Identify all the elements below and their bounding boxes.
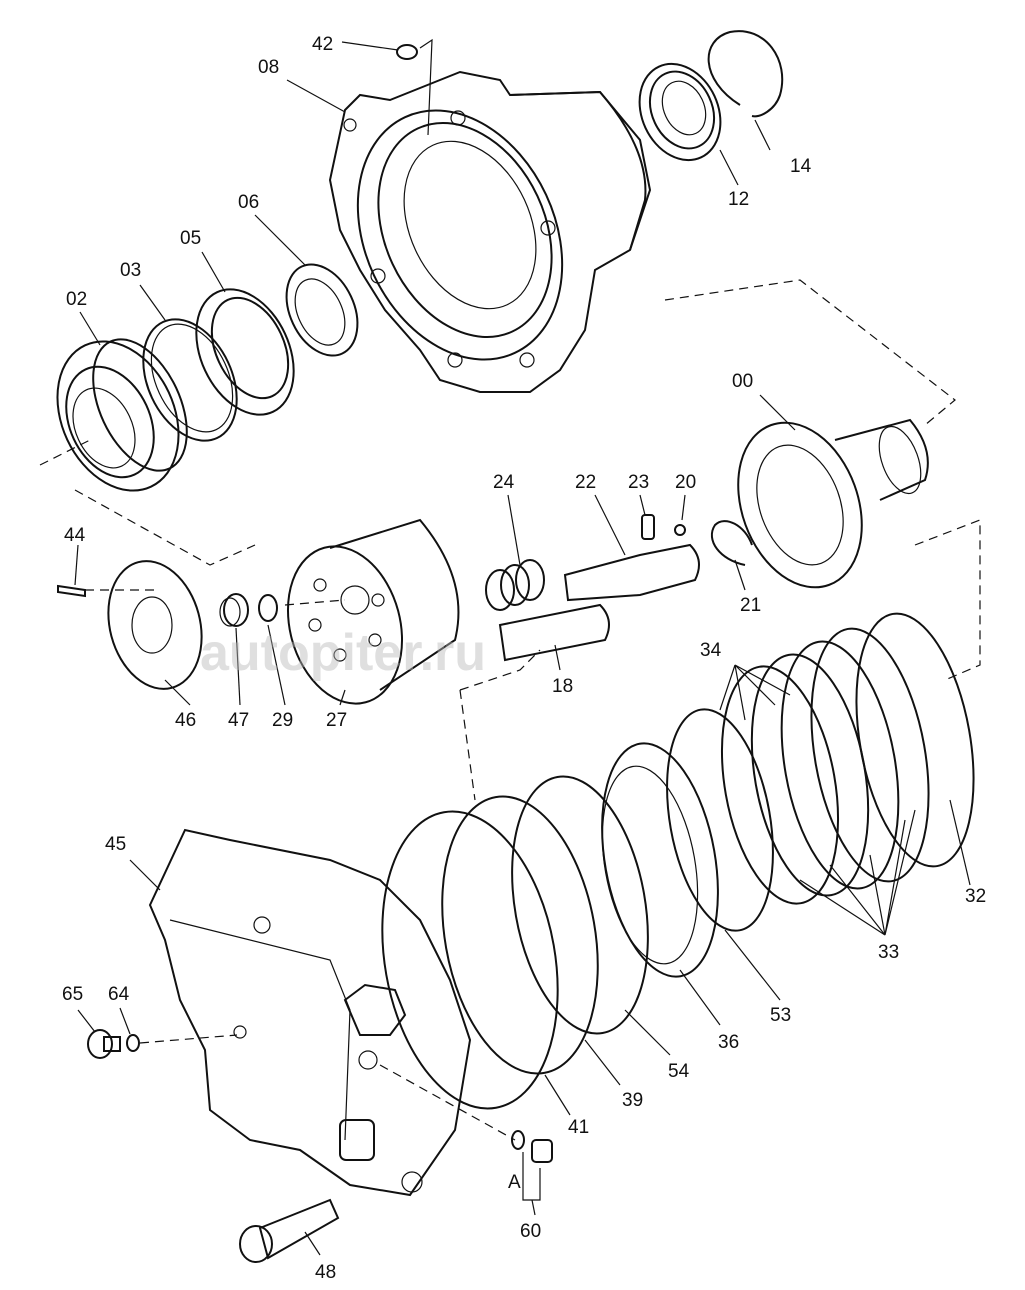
part-18-spool — [498, 603, 610, 662]
part-32-disc — [855, 612, 975, 868]
sub-marker: A — [508, 1172, 521, 1193]
part-label: 06 — [238, 192, 259, 213]
part-33-plates — [720, 627, 930, 905]
part-03-ring — [142, 318, 238, 442]
part-label: 12 — [728, 189, 749, 210]
part-27-cylinder — [286, 518, 460, 705]
part-29-ring — [258, 594, 278, 622]
part-label: 33 — [878, 942, 899, 963]
part-label: 64 — [108, 984, 130, 1005]
part-label: 46 — [175, 710, 196, 731]
part-label: 41 — [568, 1117, 589, 1138]
part-39-ring — [441, 795, 599, 1075]
part-label: 54 — [668, 1061, 690, 1082]
part-02-bearing — [56, 338, 188, 492]
part-label: 45 — [105, 834, 126, 855]
part-54-ring — [511, 775, 649, 1035]
part-label: 08 — [258, 57, 279, 78]
part-60-plug — [511, 1130, 553, 1163]
part-label: 05 — [180, 228, 201, 249]
part-64-oring — [126, 1034, 140, 1052]
part-45-valve-body — [148, 828, 472, 1197]
part-label: 24 — [493, 472, 515, 493]
part-36-piston — [601, 742, 719, 978]
part-41-oring — [381, 810, 559, 1110]
part-46-valve-plate — [107, 560, 203, 690]
part-label: 60 — [520, 1221, 541, 1242]
part-65-plug — [87, 1029, 121, 1059]
part-label: 47 — [228, 710, 249, 731]
part-label: 36 — [718, 1032, 739, 1053]
part-05-seal — [195, 288, 295, 416]
part-label: 65 — [62, 984, 83, 1005]
part-label: 44 — [64, 525, 86, 546]
part-12-bearing — [638, 62, 722, 162]
part-label: 20 — [675, 472, 696, 493]
part-14-snap-ring — [707, 30, 784, 118]
part-label: 23 — [628, 472, 649, 493]
part-label: 29 — [272, 710, 293, 731]
part-22-shaft — [563, 543, 700, 602]
part-labels: 42 08 12 14 06 05 03 02 00 24 22 23 20 2… — [62, 34, 986, 1283]
part-53-plate — [666, 708, 774, 932]
part-20-ball — [674, 524, 686, 536]
part-44-pin — [57, 584, 86, 598]
part-label: 48 — [315, 1262, 336, 1283]
part-24-spring — [485, 559, 545, 611]
part-23-pin — [641, 514, 655, 540]
part-06-nut — [285, 263, 359, 357]
assembly-guide-lines — [39, 38, 981, 1141]
part-label: 27 — [326, 710, 347, 731]
part-label: 39 — [622, 1090, 643, 1111]
part-label: 02 — [66, 289, 87, 310]
part-label: 03 — [120, 260, 141, 281]
part-48-bolt — [239, 1198, 340, 1263]
watermark: autopiter.ru — [200, 624, 486, 682]
part-label: 21 — [740, 595, 761, 616]
part-label: 32 — [965, 886, 986, 907]
part-label: 18 — [552, 676, 573, 697]
part-label: 34 — [700, 640, 722, 661]
part-label: 22 — [575, 472, 596, 493]
part-21-snap-ring — [710, 520, 753, 566]
part-08-housing — [328, 70, 652, 393]
part-label: 14 — [790, 156, 812, 177]
part-00-carrier-shaft — [737, 418, 929, 589]
part-label: 42 — [312, 34, 333, 55]
leader-lines — [74, 41, 971, 1256]
part-label: 53 — [770, 1005, 791, 1026]
part-47-bushing — [219, 593, 249, 627]
part-label: 00 — [732, 371, 753, 392]
part-42-oring — [396, 44, 418, 60]
